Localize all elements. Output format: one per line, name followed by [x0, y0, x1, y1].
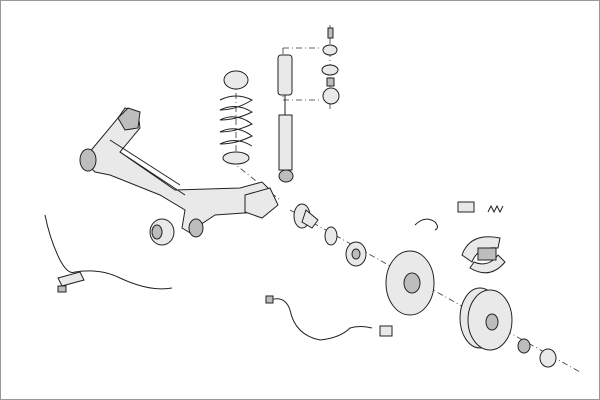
brake-return-spring — [487, 204, 504, 214]
axle-bushing — [149, 218, 175, 246]
brake-backing-plate — [385, 250, 435, 316]
spring-top-cap — [223, 70, 249, 90]
coil-spring — [219, 95, 254, 165]
seal-ring — [324, 226, 338, 246]
wheel-brake-cylinder — [457, 201, 475, 213]
brake-drum — [459, 287, 513, 351]
brake-hose — [414, 218, 438, 231]
brake-shoes — [461, 236, 506, 274]
axle-nut — [517, 338, 531, 354]
shock-absorber — [277, 54, 294, 183]
wheel-bearing — [345, 241, 367, 267]
stub-axle — [293, 203, 319, 229]
shock-top-mount-parts — [321, 27, 340, 105]
handbrake-cable — [44, 214, 173, 293]
rear-axle-beam — [79, 107, 279, 238]
abs-sensor-cable — [265, 295, 393, 341]
hub-dust-cap — [539, 348, 557, 368]
